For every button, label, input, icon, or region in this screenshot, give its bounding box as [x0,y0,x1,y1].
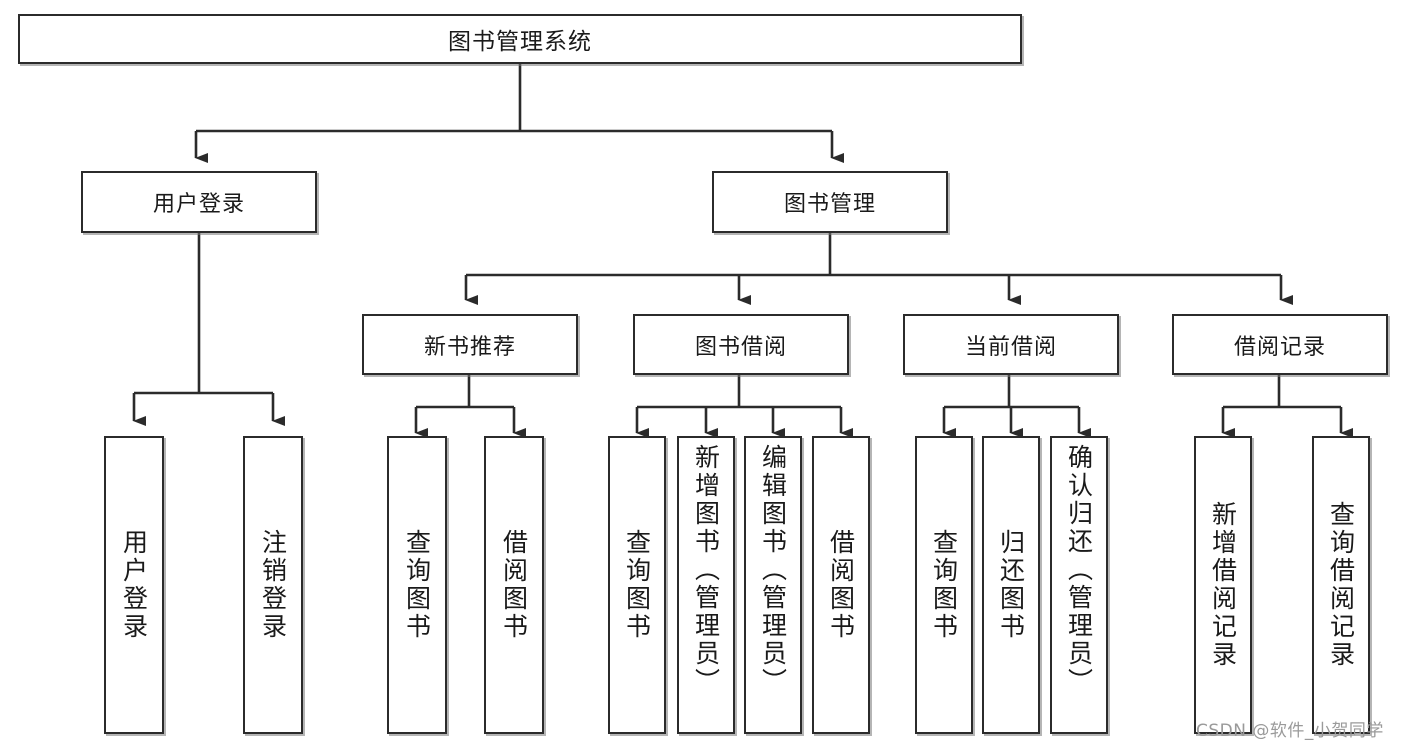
node-book-management[interactable]: 图书管理 [712,171,948,233]
leaf-add-book-admin[interactable]: 新增图书（管理员） [677,436,735,734]
node-label: 查询借阅记录 [1326,501,1356,669]
node-label: 查询图书 [622,529,652,641]
node-label: 查询图书 [929,529,959,641]
node-label: 借阅图书 [826,529,856,641]
node-label: 图书借阅 [694,334,787,360]
node-label: 归还图书 [996,529,1026,641]
node-book-borrow[interactable]: 图书借阅 [633,314,849,375]
leaf-query-book-current[interactable]: 查询图书 [915,436,973,734]
node-label: 图书管理 [783,192,876,217]
node-label: 借阅记录 [1233,334,1326,360]
node-label: 用户登录 [119,529,149,641]
node-label: 用户登录 [152,192,245,217]
leaf-query-book-borrow[interactable]: 查询图书 [608,436,666,734]
leaf-confirm-return-admin[interactable]: 确认归还（管理员） [1050,436,1108,734]
leaf-borrow-book-recommend[interactable]: 借阅图书 [484,436,544,734]
node-label: 当前借阅 [964,334,1057,360]
node-label: 图书管理系统 [448,29,592,55]
leaf-user-login[interactable]: 用户登录 [104,436,164,734]
leaf-logout[interactable]: 注销登录 [243,436,303,734]
node-label: 编辑图书（管理员） [758,444,788,696]
node-label: 查询图书 [402,529,432,641]
leaf-return-book[interactable]: 归还图书 [982,436,1040,734]
csdn-watermark: CSDN @软件_小贺同学 [1196,721,1384,741]
node-borrow-record[interactable]: 借阅记录 [1172,314,1388,375]
node-label: 注销登录 [258,529,288,641]
node-label: 借阅图书 [499,529,529,641]
node-root-system[interactable]: 图书管理系统 [18,14,1022,64]
leaf-edit-book-admin[interactable]: 编辑图书（管理员） [744,436,802,734]
node-user-login[interactable]: 用户登录 [81,171,317,233]
node-current-borrow[interactable]: 当前借阅 [903,314,1119,375]
leaf-borrow-book[interactable]: 借阅图书 [812,436,870,734]
node-label: 确认归还（管理员） [1064,444,1094,696]
leaf-add-borrow-record[interactable]: 新增借阅记录 [1194,436,1252,734]
node-new-book-recommend[interactable]: 新书推荐 [362,314,578,375]
leaf-query-borrow-record[interactable]: 查询借阅记录 [1312,436,1370,734]
node-label: 新书推荐 [423,334,516,360]
node-label: 新增图书（管理员） [691,444,721,696]
leaf-query-book-recommend[interactable]: 查询图书 [387,436,447,734]
node-label: 新增借阅记录 [1208,501,1238,669]
